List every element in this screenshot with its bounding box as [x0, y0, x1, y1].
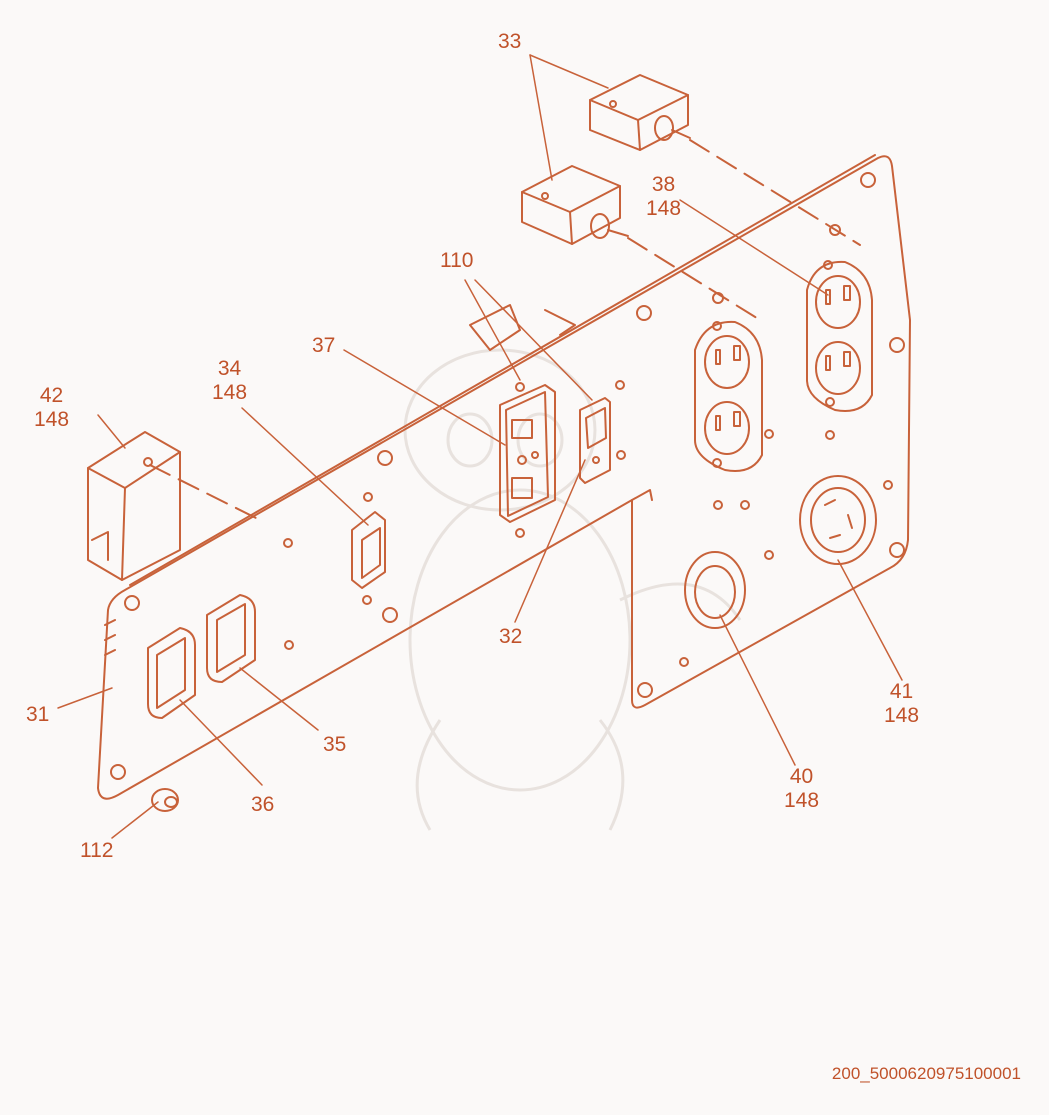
callout-number: 42	[39, 384, 64, 407]
control-panel-plate	[97, 155, 911, 800]
callout-ref: 148	[784, 789, 820, 812]
callout-36: 36	[251, 793, 274, 817]
panel-cutout-edge	[631, 489, 653, 501]
bracket-part	[87, 431, 181, 581]
assembly-line	[627, 237, 761, 321]
callout-ref: 148	[212, 381, 248, 404]
rocker-switch-icon	[579, 397, 611, 484]
mounting-holes	[110, 172, 905, 780]
callout-number: 40	[789, 765, 814, 788]
wire-connector	[104, 304, 576, 656]
leader-lines	[57, 54, 903, 839]
assembly-line	[689, 139, 861, 246]
gfci-receptacle-icon	[499, 384, 556, 523]
duplex-outlet-icon	[806, 260, 873, 412]
callout-110: 110	[440, 249, 473, 273]
callout-112: 112	[80, 839, 113, 863]
callout-number: 38	[651, 173, 676, 196]
assembly-line	[149, 464, 261, 521]
callout-38: 38 148	[646, 173, 681, 221]
nut-icon	[151, 788, 179, 812]
rocker-switch-icon	[206, 594, 256, 683]
callout-33: 33	[498, 30, 521, 54]
callout-35: 35	[323, 733, 346, 757]
callout-ref: 148	[34, 408, 70, 431]
callout-number: 33	[498, 30, 522, 53]
callout-number: 110	[440, 249, 474, 272]
callout-37: 37	[312, 334, 335, 358]
callout-number: 41	[889, 680, 914, 703]
document-id: 200_5000620975100001	[831, 1064, 1021, 1083]
callout-number: 112	[80, 839, 114, 862]
rocker-switch-icon	[147, 627, 196, 719]
circuit-breaker-icon	[521, 165, 629, 245]
rocker-switch-icon	[351, 511, 386, 589]
callout-31: 31	[26, 703, 49, 727]
panel-top-edge	[129, 154, 876, 586]
callout-40: 40 148	[784, 765, 819, 813]
callout-number: 31	[26, 703, 50, 726]
callout-34: 34 148	[212, 357, 247, 405]
callout-number: 37	[312, 334, 336, 357]
callout-number: 32	[499, 625, 523, 648]
callout-41: 41 148	[884, 680, 919, 728]
callout-ref: 148	[884, 704, 920, 727]
callout-number: 36	[251, 793, 275, 816]
dragon-watermark-icon	[403, 348, 742, 831]
callout-ref: 148	[646, 197, 682, 220]
duplex-outlet-icon	[694, 320, 763, 472]
callout-42: 42 148	[34, 384, 69, 432]
twist-lock-outlet-icon	[799, 475, 877, 565]
callout-number: 34	[217, 357, 242, 380]
callout-32: 32	[499, 625, 522, 649]
callout-number: 35	[323, 733, 347, 756]
grommet-icon	[684, 551, 746, 629]
circuit-breaker-icon	[589, 74, 691, 151]
